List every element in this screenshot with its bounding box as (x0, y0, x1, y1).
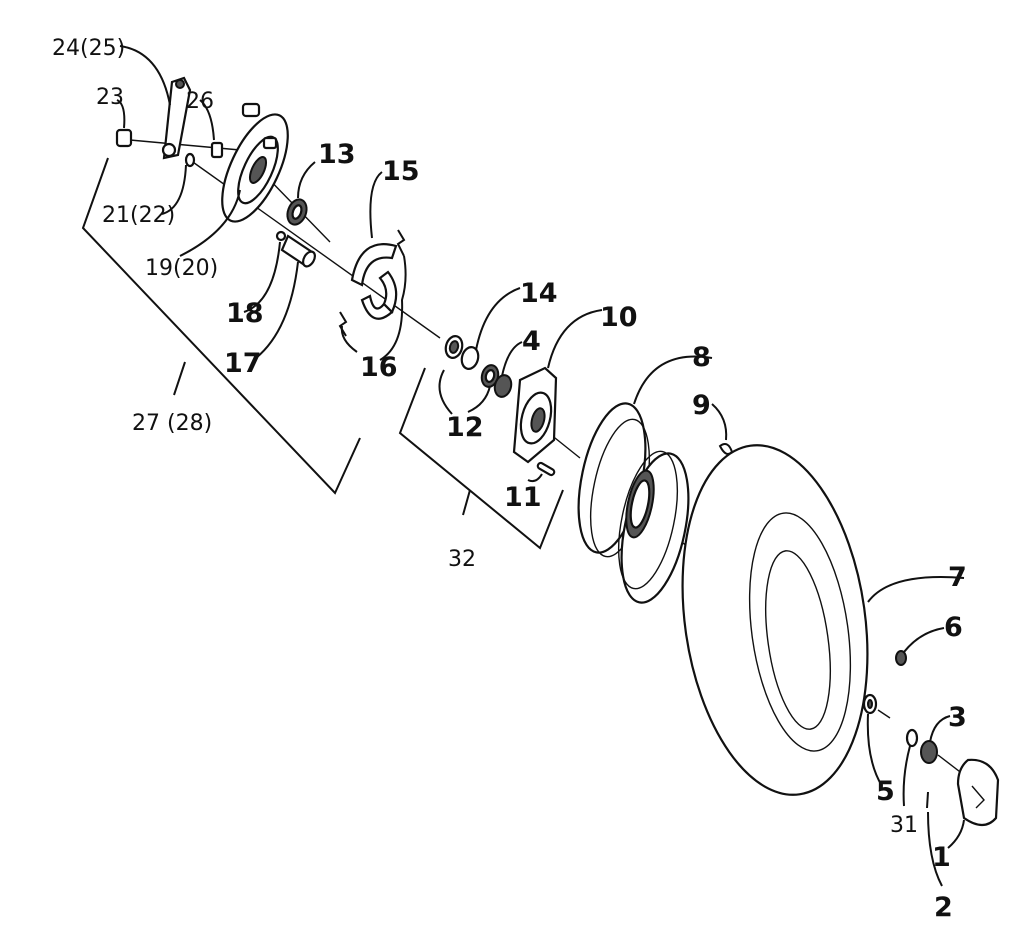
bushing-18 (275, 230, 287, 242)
brake-arm-24 (161, 76, 192, 160)
label-14: 14 (520, 278, 558, 309)
washer-31 (905, 728, 919, 748)
rim-8 (577, 402, 690, 604)
label-4: 4 (522, 326, 541, 357)
label-17: 17 (224, 348, 262, 379)
assembly-bracket-32 (398, 367, 564, 550)
washer-6 (895, 650, 907, 666)
pin-11 (536, 461, 556, 477)
label-26: 26 (186, 89, 214, 114)
brake-shoe-15 (350, 243, 398, 320)
label-18: 18 (226, 298, 264, 329)
hub-10 (512, 366, 558, 464)
leader-lines (116, 45, 965, 887)
label-13: 13 (318, 139, 356, 170)
label-21-22: 21(22) (102, 203, 175, 228)
nut-3 (920, 740, 938, 764)
washer-5 (862, 693, 878, 715)
label-12: 12 (446, 412, 484, 443)
label-11: 11 (504, 482, 542, 513)
label-10: 10 (600, 302, 638, 333)
nut-26 (210, 141, 224, 159)
label-24-25: 24(25) (52, 36, 125, 61)
label-6: 6 (944, 612, 963, 643)
label-9: 9 (692, 390, 711, 421)
label-19-20: 19(20) (145, 256, 218, 281)
spring-16 (338, 229, 406, 337)
washer-21 (184, 152, 196, 168)
hub-cap-1 (956, 758, 1000, 827)
cam-shaft-17 (280, 234, 316, 268)
tire-7 (681, 444, 869, 796)
bearing-12 (444, 335, 464, 359)
label-31: 31 (890, 813, 918, 838)
label-15: 15 (382, 156, 420, 187)
label-1: 1 (932, 842, 951, 873)
bolt-23 (115, 128, 133, 148)
label-7: 7 (948, 562, 967, 593)
label-3: 3 (948, 702, 967, 733)
label-8: 8 (692, 342, 711, 373)
bearing-4 (480, 364, 513, 398)
label-2: 2 (934, 892, 953, 923)
label-16: 16 (360, 352, 398, 383)
oil-seal-13 (286, 198, 308, 226)
cotter-pin-2 (926, 791, 929, 809)
label-27-28: 27 (28) (132, 411, 212, 436)
label-32: 32 (448, 547, 476, 572)
label-5: 5 (876, 776, 895, 807)
callout-labels: 24(25) 23 26 21(22) 19(20) 18 17 27 (28)… (52, 36, 967, 923)
spacer-14 (460, 346, 480, 370)
assembly-bracket-27-28 (81, 157, 361, 495)
label-23: 23 (96, 85, 124, 110)
